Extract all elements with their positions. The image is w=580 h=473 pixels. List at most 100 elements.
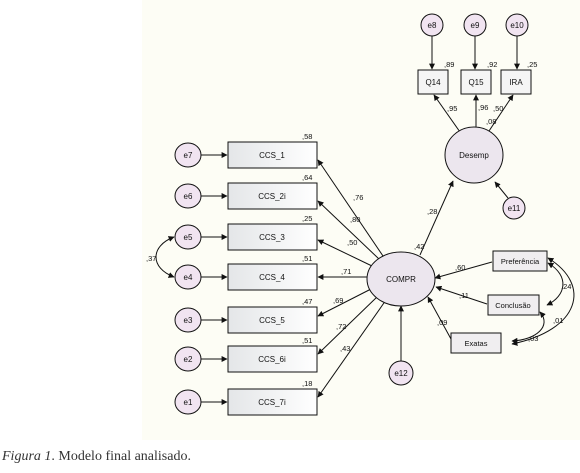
svg-text:e10: e10 — [510, 21, 524, 30]
indicator-ccs4: CCS_4 — [227, 263, 318, 291]
error-e12: e12 — [388, 360, 414, 386]
r2-ira: ,25 — [527, 60, 537, 69]
path-coef-compr-desemp: ,28 — [427, 207, 437, 216]
path-preferencia-compr — [434, 261, 493, 280]
path-compr-ccs2i — [317, 200, 380, 260]
indicator-ccs3: CCS_3 — [227, 223, 318, 251]
path-conclusao-compr — [435, 285, 488, 305]
svg-text:e4: e4 — [184, 273, 193, 282]
r2-ccs7i: ,18 — [302, 379, 312, 388]
svg-text:Conclusão: Conclusão — [495, 301, 530, 310]
svg-text:IRA: IRA — [509, 78, 523, 87]
r2-q14: ,89 — [444, 60, 454, 69]
r2-ccs4: ,51 — [302, 254, 312, 263]
svg-text:e12: e12 — [394, 369, 408, 378]
svg-text:e6: e6 — [184, 192, 193, 201]
path-compr-desemp — [419, 180, 454, 256]
figure-caption: Figura 1. Modelo final analisado. — [2, 449, 191, 465]
loading-q15: ,96 — [478, 103, 488, 112]
error-e9: e9 — [463, 13, 487, 37]
cov-pref-conc: ,24 — [561, 282, 571, 291]
r2-ccs1: ,58 — [302, 132, 312, 141]
svg-text:Q14: Q14 — [425, 78, 441, 87]
indicator-ira: IRA — [500, 69, 532, 95]
r2-q15: ,92 — [487, 60, 497, 69]
loading-ccs4: ,71 — [341, 267, 351, 276]
svg-text:CCS_5: CCS_5 — [259, 316, 285, 325]
r2-ccs3: ,25 — [302, 214, 312, 223]
error-e11: e11 — [502, 196, 526, 220]
svg-text:COMPR: COMPR — [386, 275, 416, 284]
cov-pref-exatas: ,01 — [553, 316, 563, 325]
predictor-preferencia: Preferência — [492, 250, 548, 272]
svg-text:e2: e2 — [184, 355, 193, 364]
error-e1: e1 — [174, 389, 202, 415]
loading-ira-extra: ,08 — [486, 117, 496, 126]
error-e4: e4 — [174, 264, 202, 290]
svg-text:e8: e8 — [428, 21, 437, 30]
r2-ccs5: ,47 — [302, 297, 312, 306]
error-e6: e6 — [174, 183, 202, 209]
svg-text:Preferência: Preferência — [501, 257, 540, 266]
error-e7: e7 — [174, 142, 202, 168]
figure-label: Figura 1 — [2, 449, 52, 464]
r2-ccs6i: ,51 — [302, 336, 312, 345]
path-compr-ccs6i — [317, 295, 379, 355]
indicator-q15: Q15 — [460, 69, 492, 95]
error-e3: e3 — [174, 307, 202, 333]
indicator-ccs5: CCS_5 — [227, 306, 318, 334]
svg-text:e5: e5 — [184, 233, 193, 242]
cov-conc-exatas: ,03 — [528, 334, 538, 343]
svg-text:e1: e1 — [184, 398, 193, 407]
covariance-e5-e4 — [155, 236, 175, 278]
predictor-conclusao: Conclusão — [487, 294, 540, 316]
path-desemp-q14 — [433, 94, 461, 133]
error-e5: e5 — [174, 224, 202, 250]
cov-e5-e4: ,37 — [146, 254, 156, 263]
svg-text:CCS_3: CCS_3 — [259, 233, 285, 242]
svg-text:e7: e7 — [184, 151, 193, 160]
path-desemp-ira — [488, 94, 514, 132]
path-compr-ccs3 — [317, 239, 373, 267]
latent-compr: COMPR — [366, 251, 436, 307]
indicator-ccs6i: CCS_6i — [227, 345, 318, 373]
error-e10: e10 — [505, 13, 529, 37]
loading-ccs3: ,50 — [347, 238, 357, 247]
svg-text:e3: e3 — [184, 316, 193, 325]
path-coef-exatas: ,09 — [437, 318, 447, 327]
r2-compr: ,42 — [414, 242, 424, 251]
figure-caption-text: . Modelo final analisado. — [51, 449, 191, 464]
path-compr-ccs7i — [317, 299, 387, 398]
indicator-ccs7i: CCS_7i — [227, 388, 318, 416]
svg-text:CCS_7i: CCS_7i — [258, 398, 286, 407]
loading-ira: ,50 — [493, 104, 503, 113]
r2-ccs2i: ,64 — [302, 173, 312, 182]
covariance-conclusao-exatas — [511, 311, 546, 344]
loading-ccs7i: ,43 — [340, 344, 350, 353]
svg-text:Desemp: Desemp — [459, 151, 489, 160]
error-e2: e2 — [174, 346, 202, 372]
svg-text:e9: e9 — [471, 21, 480, 30]
svg-text:CCS_1: CCS_1 — [259, 151, 285, 160]
path-coef-conclusao: ,11 — [459, 291, 469, 300]
loading-ccs6i: ,72 — [336, 322, 346, 331]
predictor-exatas: Exatas — [450, 332, 502, 354]
path-compr-ccs5 — [317, 288, 372, 317]
loading-ccs5: ,69 — [333, 296, 343, 305]
path-e11-desemp — [494, 181, 509, 199]
svg-text:e11: e11 — [508, 204, 521, 213]
diagram-background — [142, 0, 580, 440]
svg-text:CCS_2i: CCS_2i — [258, 192, 286, 201]
path-coef-preferencia: ,60 — [455, 263, 465, 272]
svg-text:Exatas: Exatas — [465, 339, 488, 348]
indicator-q14: Q14 — [417, 69, 449, 95]
error-e8: e8 — [420, 13, 444, 37]
loading-ccs1: ,76 — [353, 193, 363, 202]
path-compr-ccs1 — [317, 159, 384, 257]
latent-desemp: Desemp — [444, 126, 504, 184]
svg-text:Q15: Q15 — [468, 78, 484, 87]
svg-text:CCS_6i: CCS_6i — [258, 355, 286, 364]
path-exatas-compr — [427, 296, 452, 340]
loading-ccs2i: ,80 — [350, 215, 360, 224]
